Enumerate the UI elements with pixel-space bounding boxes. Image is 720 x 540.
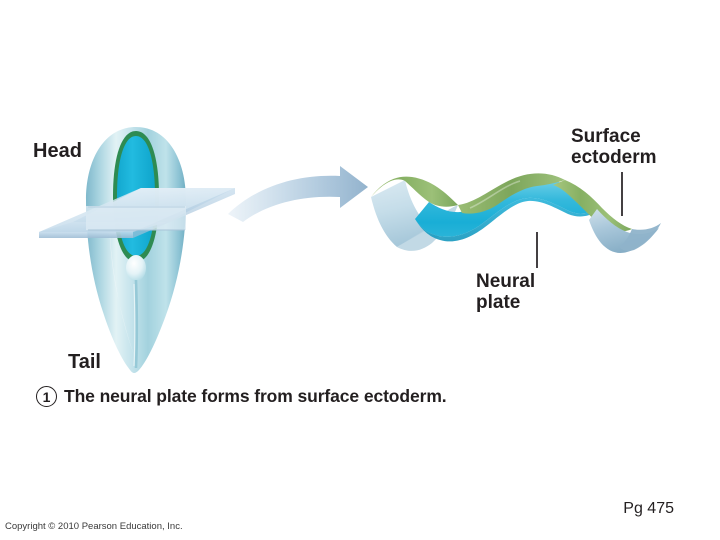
- copyright-notice: Copyright © 2010 Pearson Education, Inc.: [5, 521, 183, 532]
- sheet-left-cut-face: [371, 180, 430, 247]
- sheet-left-green-top: [371, 176, 458, 207]
- folded-ectoderm-sheet: [371, 173, 661, 253]
- sheet-middle-green-band: [458, 173, 565, 214]
- sheet-neural-plate-underfold: [415, 197, 597, 242]
- sheet-crest-highlight: [469, 180, 521, 209]
- label-surface-ectoderm: Surface ectoderm: [571, 126, 657, 169]
- caption-text: The neural plate forms from surface ecto…: [64, 386, 447, 406]
- section-plane-edge-front: [39, 232, 133, 238]
- embryo-dorsal-view: [39, 127, 235, 373]
- label-head: Head: [33, 140, 82, 162]
- step-number-badge: 1: [36, 386, 57, 407]
- transverse-section-plane: [39, 188, 235, 238]
- label-tail: Tail: [68, 351, 101, 373]
- transition-arrow: [228, 166, 368, 222]
- section-plane-embryo-band: [86, 206, 186, 230]
- primitive-streak: [134, 279, 139, 369]
- sheet-right-tip: [619, 223, 661, 251]
- sheet-right-green-top: [553, 180, 632, 232]
- figure-caption: 1 The neural plate forms from surface ec…: [36, 386, 447, 407]
- primitive-streak-highlight: [133, 283, 136, 367]
- label-neural-plate: Neural plate: [476, 271, 536, 314]
- page-number: Pg 475: [623, 500, 674, 517]
- primitive-node: [126, 255, 146, 281]
- curved-arrow-body: [228, 166, 368, 222]
- sheet-neural-plate-cyan: [415, 179, 597, 237]
